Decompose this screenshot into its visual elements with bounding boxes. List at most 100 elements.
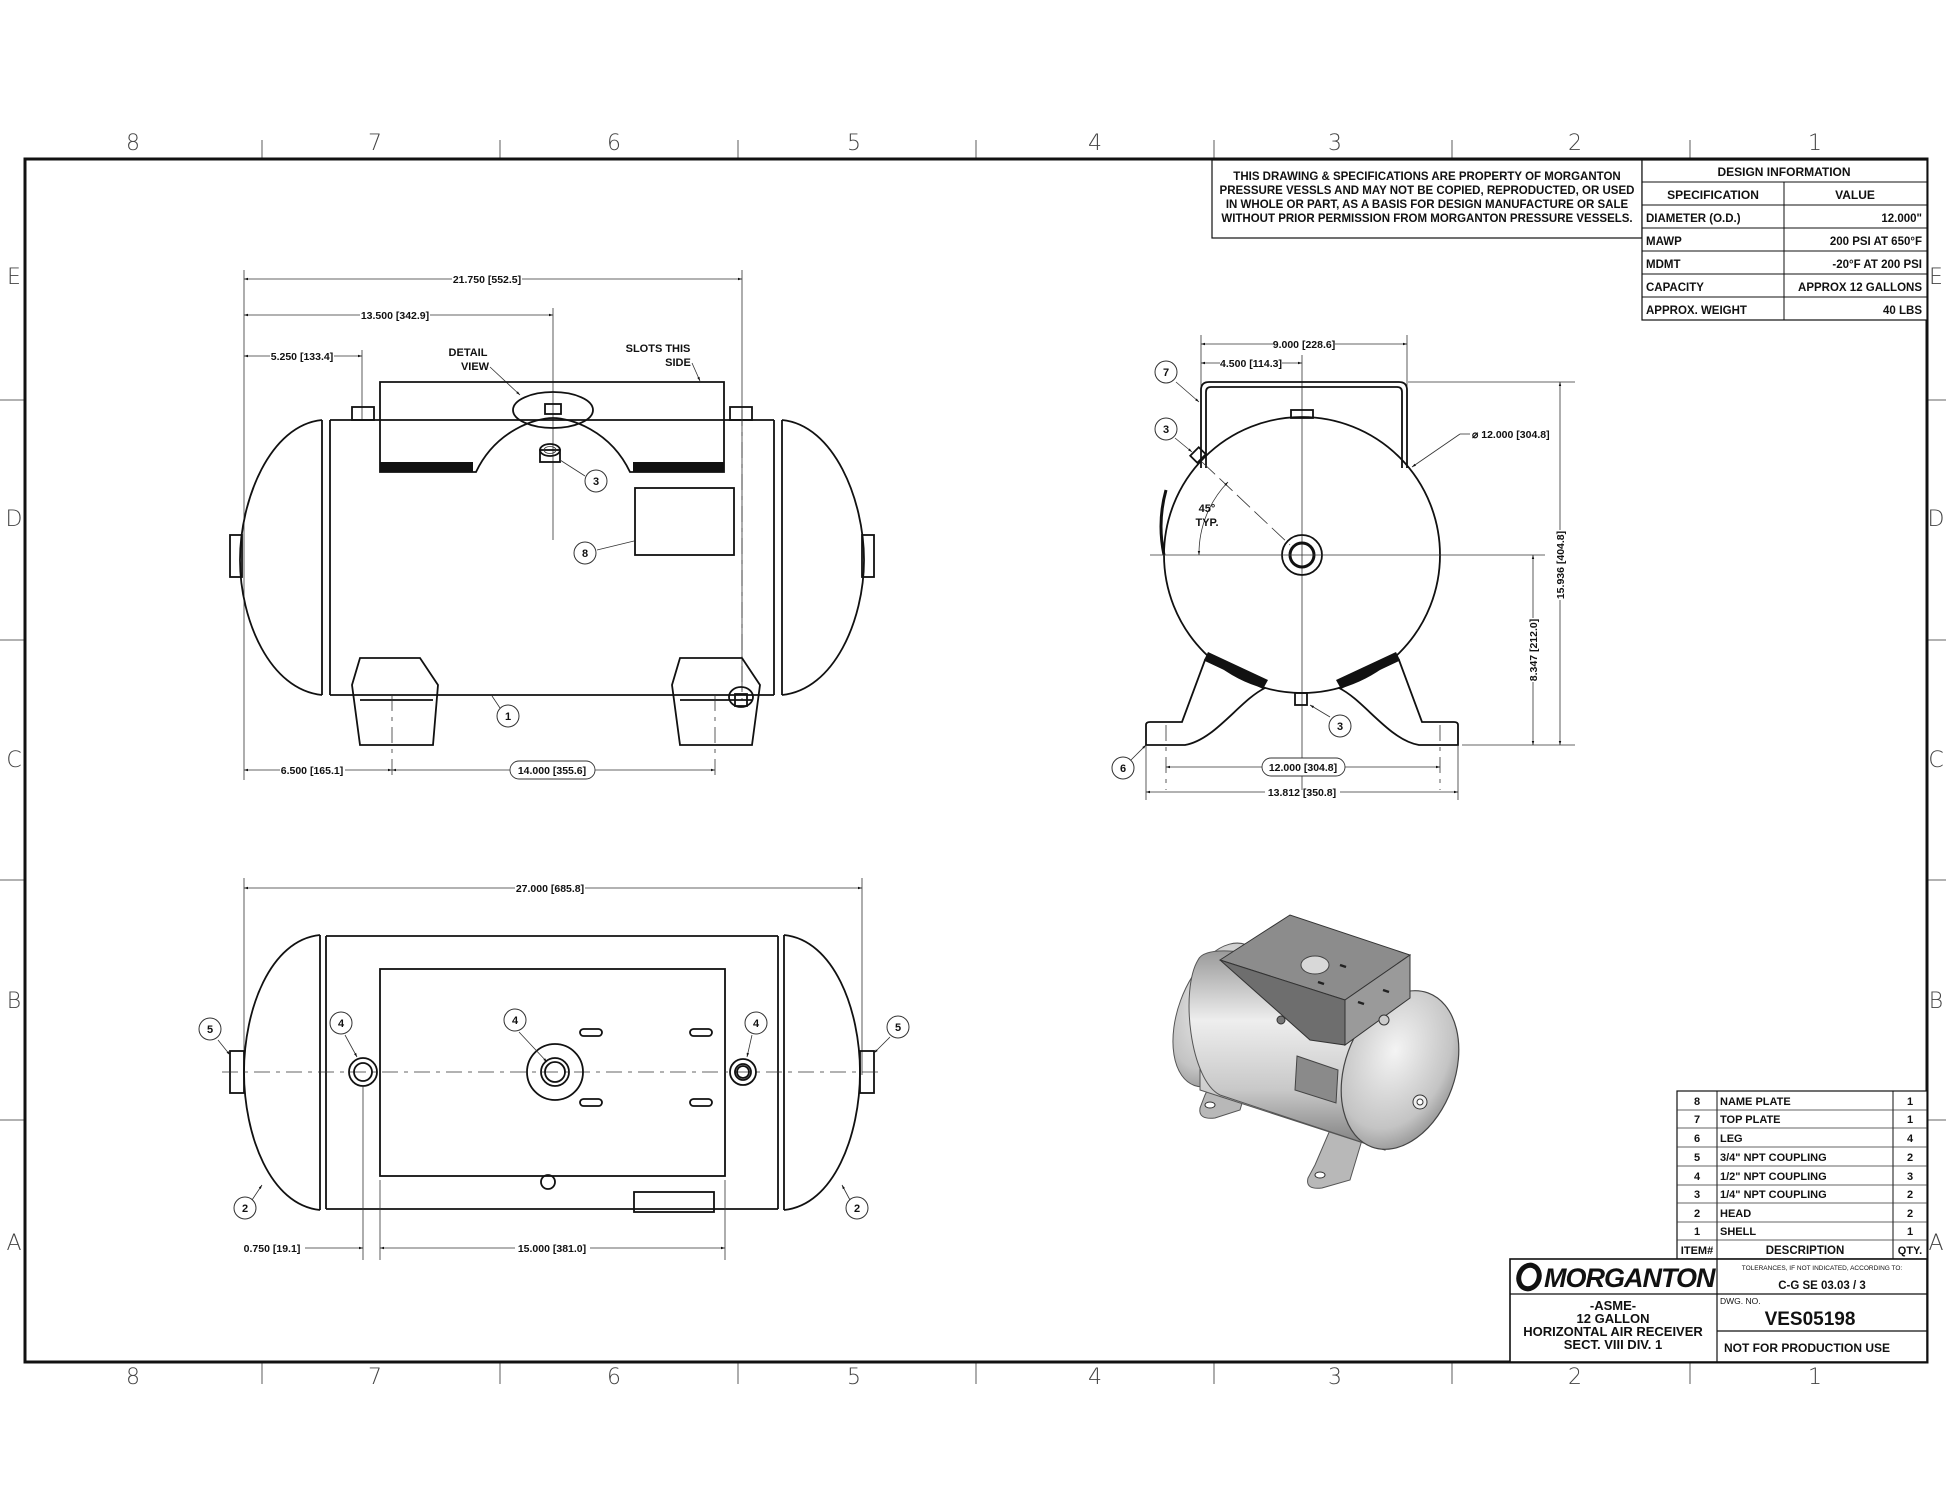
balloon-4-left: 4 bbox=[338, 1018, 345, 1030]
note-detail-view-1: DETAIL bbox=[449, 347, 488, 359]
spec-capacity: CAPACITY bbox=[1646, 282, 1704, 294]
bom-item-1: 1 bbox=[1694, 1226, 1700, 1238]
dim-leg-offset: 6.500 [165.1] bbox=[281, 765, 343, 777]
zone-col-7-bottom: 7 bbox=[368, 1365, 382, 1390]
angle-typ: TYP. bbox=[1195, 517, 1218, 529]
dwg-no-label: DWG. NO. bbox=[1720, 1296, 1761, 1306]
bom-header-description: DESCRIPTION bbox=[1766, 1245, 1845, 1257]
spec-mdmt: MDMT bbox=[1646, 259, 1681, 271]
bom-item-6: 6 bbox=[1694, 1133, 1700, 1145]
value-mawp: 200 PSI AT 650°F bbox=[1830, 236, 1922, 248]
zone-col-1-bottom: 1 bbox=[1808, 1365, 1822, 1390]
bom-desc-1: SHELL bbox=[1720, 1226, 1756, 1238]
balloon-4-center: 4 bbox=[512, 1015, 519, 1027]
zone-col-4-bottom: 4 bbox=[1088, 1365, 1102, 1390]
value-mdmt: -20°F AT 200 PSI bbox=[1832, 259, 1922, 271]
value-capacity: APPROX 12 GALLONS bbox=[1798, 282, 1922, 294]
bom-qty-6: 4 bbox=[1907, 1133, 1914, 1145]
balloon-2-left: 2 bbox=[242, 1203, 248, 1215]
zone-row-d-right: D bbox=[1928, 507, 1945, 532]
title-line-3: HORIZONTAL AIR RECEIVER bbox=[1523, 1324, 1703, 1339]
top-view: 27.000 [685.8] 0.750 [19.1] 15 bbox=[198, 878, 910, 1260]
isometric-render bbox=[1172, 914, 1460, 1189]
dim-top-plate: 15.000 [381.0] bbox=[518, 1243, 586, 1255]
zone-row-b: B bbox=[7, 989, 21, 1014]
notice-line-1: THIS DRAWING & SPECIFICATIONS ARE PROPER… bbox=[1233, 171, 1620, 183]
balloon-3-end-bottom: 3 bbox=[1337, 721, 1343, 733]
bom-item-4: 4 bbox=[1694, 1171, 1701, 1183]
zone-col-8: 8 bbox=[126, 131, 140, 156]
zone-col-1: 1 bbox=[1808, 131, 1822, 156]
zone-markers: 8 7 6 5 4 3 2 1 8 7 6 5 4 3 2 1 E D C B … bbox=[0, 131, 1946, 1390]
zone-col-4: 4 bbox=[1088, 131, 1102, 156]
zone-col-5: 5 bbox=[847, 131, 861, 156]
balloon-4-right: 4 bbox=[753, 1018, 760, 1030]
note-slots-1: SLOTS THIS bbox=[626, 343, 691, 355]
balloon-5-left: 5 bbox=[207, 1024, 213, 1036]
bom-header-item: ITEM# bbox=[1681, 1245, 1713, 1257]
end-view: 9.000 [228.6] 4.500 [114.3] 45° TYP. bbox=[1111, 335, 1575, 800]
bom-qty-1: 1 bbox=[1907, 1226, 1913, 1238]
dim-bolt-spacing: 12.000 [304.8] bbox=[1269, 762, 1337, 774]
zone-col-6-bottom: 6 bbox=[607, 1365, 621, 1390]
bom-item-5: 5 bbox=[1694, 1152, 1700, 1164]
balloon-2-right: 2 bbox=[854, 1203, 860, 1215]
design-info-col-value: VALUE bbox=[1835, 188, 1875, 202]
balloon-7: 7 bbox=[1163, 367, 1169, 379]
zone-col-3: 3 bbox=[1328, 131, 1342, 156]
bom-qty-3: 2 bbox=[1907, 1189, 1913, 1201]
bom-qty-8: 1 bbox=[1907, 1096, 1913, 1108]
bom-qty-7: 1 bbox=[1907, 1114, 1913, 1126]
dim-center-height: 8.347 [212.0] bbox=[1528, 619, 1540, 681]
production-status: NOT FOR PRODUCTION USE bbox=[1724, 1341, 1890, 1355]
title-line-4: SECT. VIII DIV. 1 bbox=[1564, 1337, 1663, 1352]
notice-line-4: WITHOUT PRIOR PERMISSION FROM MORGANTON … bbox=[1221, 213, 1632, 225]
tolerance-label: TOLERANCES, IF NOT INDICATED, ACCORDING … bbox=[1742, 1265, 1903, 1272]
dim-overall-length: 21.750 [552.5] bbox=[453, 274, 521, 286]
bom-desc-5: 3/4" NPT COUPLING bbox=[1720, 1152, 1827, 1164]
title-line-2: 12 GALLON bbox=[1577, 1311, 1650, 1326]
design-info-col-spec: SPECIFICATION bbox=[1667, 188, 1759, 202]
zone-col-6: 6 bbox=[607, 131, 621, 156]
zone-col-5-bottom: 5 bbox=[847, 1365, 861, 1390]
design-info-title: DESIGN INFORMATION bbox=[1717, 165, 1850, 179]
spec-mawp: MAWP bbox=[1646, 236, 1682, 248]
note-detail-view-2: VIEW bbox=[461, 361, 490, 373]
dim-top-overall: 27.000 [685.8] bbox=[516, 883, 584, 895]
sheet-border bbox=[23, 157, 1929, 1364]
balloon-5-right: 5 bbox=[895, 1022, 901, 1034]
balloon-3-side: 3 bbox=[593, 476, 599, 488]
logo-wordmark: MORGANTON bbox=[1544, 1263, 1716, 1293]
morganton-logo: MORGANTON bbox=[1516, 1262, 1717, 1293]
bom-desc-6: LEG bbox=[1720, 1133, 1743, 1145]
dim-coupling-location: 13.500 [342.9] bbox=[361, 310, 429, 322]
note-slots-2: SIDE bbox=[665, 357, 691, 369]
design-information-table: DESIGN INFORMATION SPECIFICATION VALUE D… bbox=[1641, 159, 1928, 321]
zone-row-e: E bbox=[7, 265, 21, 290]
zone-row-c: C bbox=[6, 748, 21, 773]
bom-desc-4: 1/2" NPT COUPLING bbox=[1720, 1171, 1827, 1183]
dim-plate-half: 4.500 [114.3] bbox=[1220, 358, 1282, 370]
dim-base-width: 13.812 [350.8] bbox=[1268, 787, 1336, 799]
bom-desc-7: TOP PLATE bbox=[1720, 1114, 1781, 1126]
zone-row-a-right: A bbox=[1928, 1231, 1943, 1256]
zone-row-a: A bbox=[6, 1231, 21, 1256]
property-notice: THIS DRAWING & SPECIFICATIONS ARE PROPER… bbox=[1211, 159, 1643, 239]
notice-line-2: PRESSURE VESSLS AND MAY NOT BE COPIED, R… bbox=[1220, 185, 1635, 197]
balloon-1: 1 bbox=[505, 711, 511, 723]
bom-qty-5: 2 bbox=[1907, 1152, 1913, 1164]
balloon-3-end-top: 3 bbox=[1163, 424, 1169, 436]
bom-qty-2: 2 bbox=[1907, 1208, 1913, 1220]
zone-row-b-right: B bbox=[1929, 989, 1943, 1014]
bom-item-8: 8 bbox=[1694, 1096, 1700, 1108]
bom-desc-8: NAME PLATE bbox=[1720, 1096, 1791, 1108]
dim-plate-width: 9.000 [228.6] bbox=[1273, 339, 1335, 351]
zone-col-8-bottom: 8 bbox=[126, 1365, 140, 1390]
dwg-number: VES05198 bbox=[1765, 1309, 1856, 1330]
angle-45: 45° bbox=[1199, 503, 1216, 515]
side-view: 21.750 [552.5] 13.500 [342.9] 5.250 [133… bbox=[229, 270, 875, 780]
zone-row-e-right: E bbox=[1929, 265, 1943, 290]
spec-diameter: DIAMETER (O.D.) bbox=[1646, 213, 1741, 225]
bom-header-qty: QTY. bbox=[1898, 1245, 1922, 1257]
